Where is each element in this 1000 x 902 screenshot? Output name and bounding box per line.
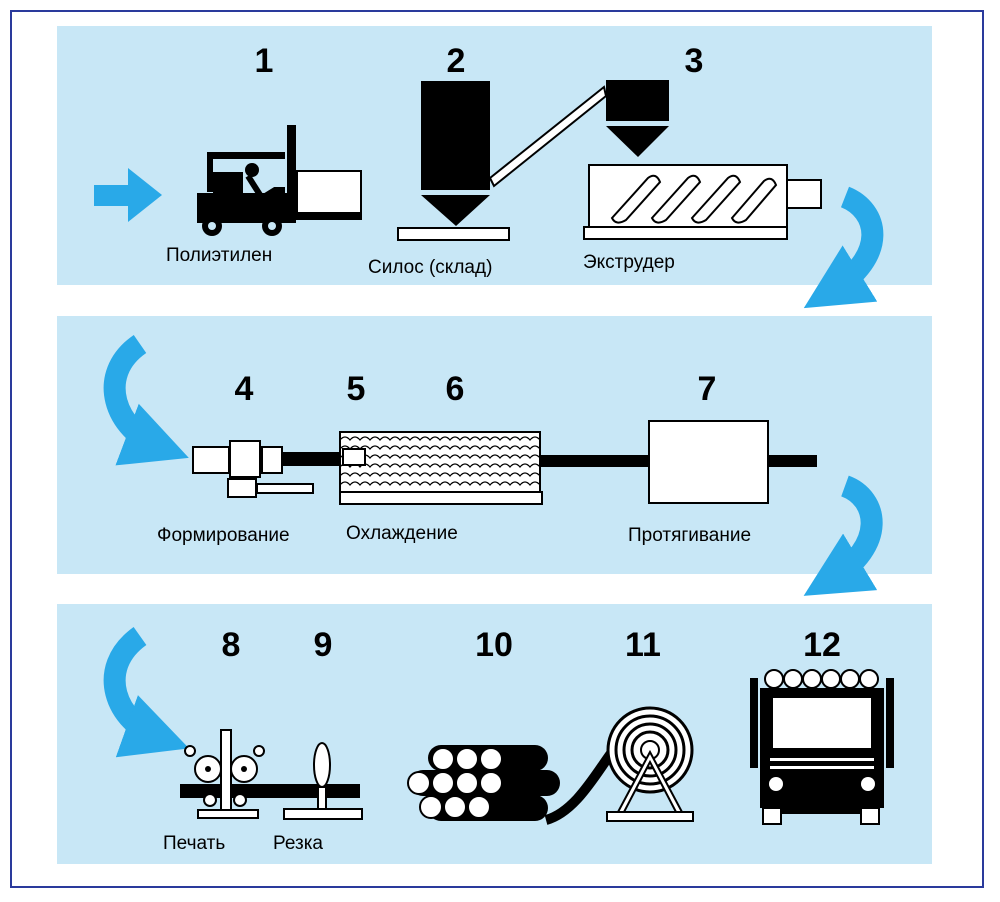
forming-die-icon: [192, 440, 314, 498]
forklift-icon: [197, 125, 362, 236]
haul-off-icon: [648, 420, 769, 504]
truck-icon: [750, 669, 894, 825]
step-label: Полиэтилен: [166, 245, 273, 266]
extruder-icon: [583, 164, 822, 240]
step-number: 9: [313, 626, 333, 664]
input-arrow-icon: [94, 168, 162, 222]
hopper-icon: [606, 80, 669, 157]
curved-arrow-icon: [103, 334, 189, 466]
material-crate-icon: [296, 170, 362, 214]
step-number: 11: [625, 626, 661, 664]
curved-arrow-icon: [803, 186, 884, 309]
step-number: 7: [697, 370, 717, 408]
curved-arrow-icon: [803, 475, 883, 596]
step-number: 10: [475, 626, 513, 664]
step-label: Протягивание: [628, 525, 752, 546]
step-number: 2: [446, 42, 466, 80]
step-number: 6: [445, 370, 465, 408]
step-number: 8: [221, 626, 241, 664]
silo-icon: [397, 81, 510, 241]
cutter-icon: [283, 742, 363, 820]
step-number: 5: [346, 370, 366, 408]
step-label: Формирование: [157, 525, 290, 546]
coil-reel-icon: [544, 706, 694, 825]
curved-arrow-icon: [103, 627, 190, 758]
pipe-bundle-icon: [407, 745, 560, 821]
step-number: 12: [803, 626, 841, 664]
step-label: Резка: [273, 833, 323, 854]
step-label: Охлаждение: [346, 523, 458, 544]
step-label: Печать: [163, 833, 226, 854]
step-number: 4: [234, 370, 254, 408]
step-number: 1: [254, 42, 274, 80]
printer-icon: [184, 729, 265, 819]
step-number: 3: [684, 42, 704, 80]
step-label: Силос (склад): [368, 257, 493, 278]
cooling-bath-icon: [339, 431, 543, 505]
row-1-panel: [57, 26, 932, 285]
step-label: Экструдер: [583, 252, 675, 273]
